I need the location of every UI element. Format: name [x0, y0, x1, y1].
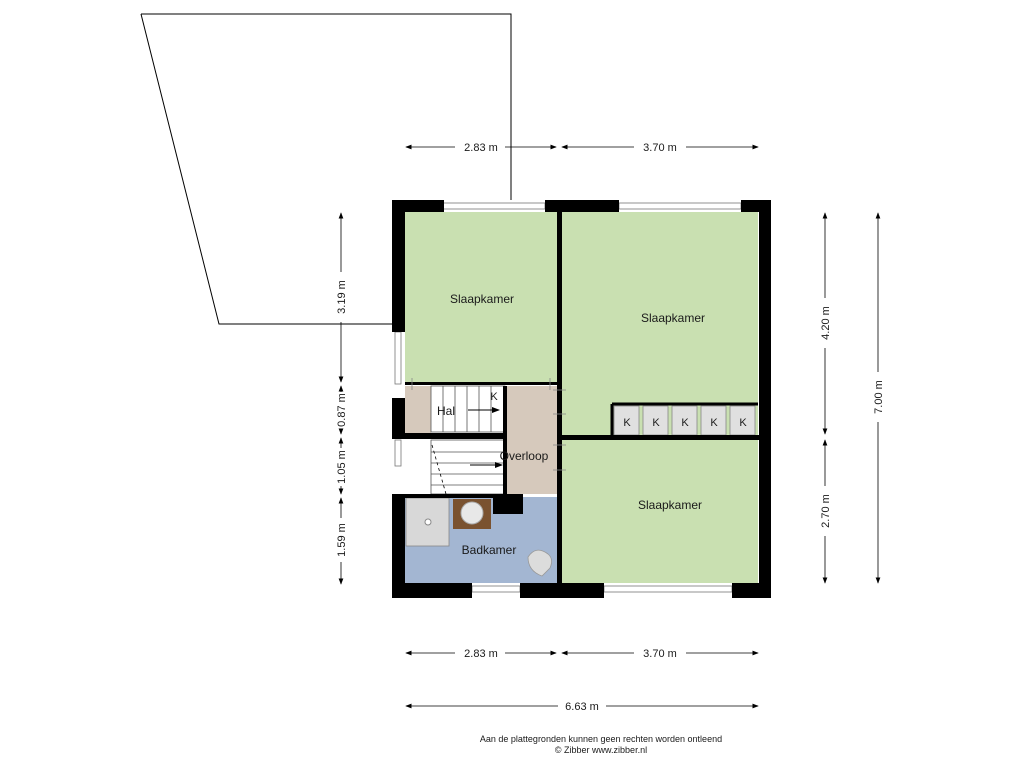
shower-drain	[424, 518, 432, 526]
closet-label-stairs: K	[490, 391, 498, 403]
dim-bottom-left: 2.83 m	[464, 648, 498, 660]
closet-label: K	[623, 417, 631, 429]
label-hall: Hal	[437, 404, 455, 418]
dim-left-2: 0.87 m	[336, 393, 348, 427]
dim-top-left: 2.83 m	[464, 142, 498, 154]
stairs	[430, 385, 506, 495]
dim-total-width: 6.63 m	[565, 701, 599, 713]
footer-disclaimer: Aan de plattegronden kunnen geen rechten…	[479, 734, 723, 744]
bedroom-right-top	[562, 212, 758, 435]
door-markers	[411, 378, 566, 471]
dim-top-right: 3.70 m	[643, 142, 677, 154]
label-bedroom-left: Slaapkamer	[450, 292, 514, 306]
label-landing: Overloop	[500, 449, 549, 463]
roof-outline-slope	[140, 13, 392, 325]
stair-dash	[431, 444, 447, 495]
label-bathroom: Badkamer	[462, 543, 517, 557]
closet-label: K	[681, 417, 689, 429]
dim-right-1: 4.20 m	[820, 306, 832, 340]
label-bedroom-right-top: Slaapkamer	[641, 311, 705, 325]
dim-right-total: 7.00 m	[873, 380, 885, 414]
footer-copyright: © Zibber www.zibber.nl	[554, 745, 648, 755]
closet-label: K	[652, 417, 660, 429]
roof-outline	[141, 13, 512, 200]
sink-basin	[460, 501, 484, 525]
closet-label: K	[739, 417, 747, 429]
closet-label: K	[710, 417, 718, 429]
walls	[392, 200, 771, 598]
bedroom-right-bottom	[562, 440, 758, 583]
landing	[507, 386, 557, 494]
dim-bottom	[405, 650, 759, 709]
toilet	[527, 549, 552, 577]
dim-right	[822, 212, 881, 584]
dim-left-1: 3.19 m	[336, 280, 348, 314]
hall	[405, 386, 431, 433]
label-bedroom-right-bottom: Slaapkamer	[638, 498, 702, 512]
dim-left-4: 1.59 m	[336, 523, 348, 557]
bedroom-left	[405, 212, 557, 384]
dim-left-3: 1.05 m	[336, 450, 348, 484]
dim-bottom-right: 3.70 m	[643, 648, 677, 660]
dim-right-2: 2.70 m	[820, 494, 832, 528]
